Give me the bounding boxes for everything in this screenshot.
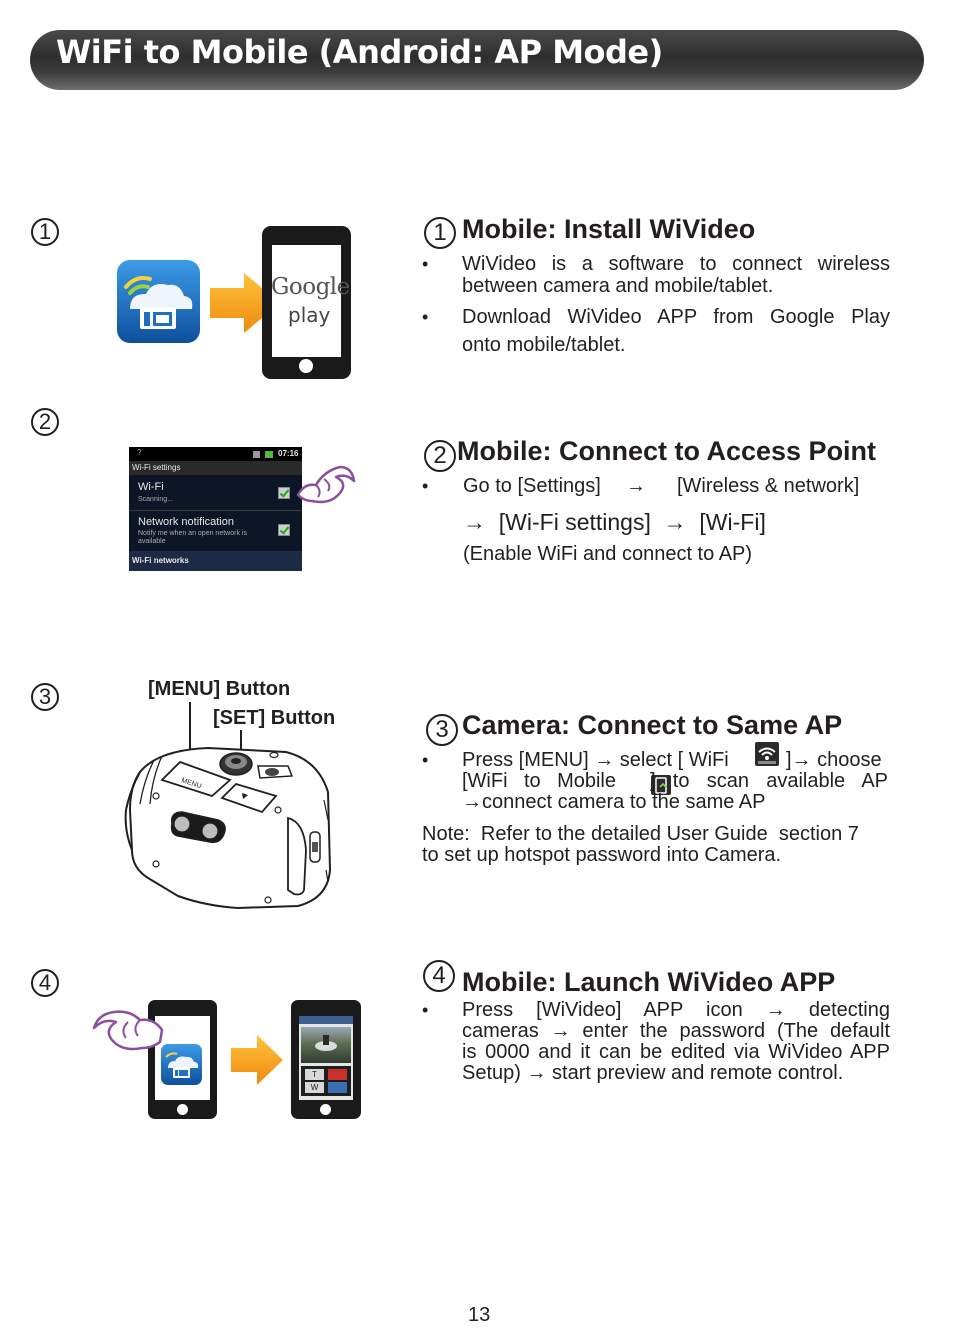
step-2-wireless-text: [Wireless & network]	[677, 475, 860, 497]
wivideo-app-icon[interactable]	[161, 1044, 202, 1085]
step-4-title-marker: 4	[423, 960, 455, 992]
bullet-icon: •	[422, 1000, 429, 1020]
step-1-bullet-1-line-1: WiVideo is a software to connect wireles…	[462, 253, 890, 275]
step-3-note-line-2: to set up hotspot password into Camera.	[422, 844, 782, 866]
networks-header: Wi-Fi networks	[129, 551, 302, 571]
network-notification-label: Network notification	[138, 516, 234, 528]
home-button-icon	[320, 1104, 331, 1115]
step-1-bullet-2-line-1: Download WiVideo APP from Google Play	[462, 306, 890, 328]
signal-icon	[253, 451, 260, 458]
step-3-title: Camera: Connect to Same AP	[462, 710, 843, 740]
zoom-wide-button[interactable]: W	[305, 1082, 324, 1093]
status-bar: ? 07:16	[129, 447, 302, 461]
notification-checkbox-icon[interactable]	[278, 524, 290, 536]
step-3-line-2a: [WiFi to Mobile	[462, 770, 616, 792]
step-2-wifi-path: → [Wi-Fi settings] → [Wi-Fi]	[463, 509, 766, 535]
wifi-toggle-row[interactable]: Wi-Fi Scanning...	[129, 475, 302, 510]
page-title: WiFi to Mobile (Android: AP Mode)	[56, 33, 663, 71]
play-logo-text: play	[288, 303, 331, 327]
set-button-label: [SET] Button	[213, 707, 336, 729]
zoom-tele-button[interactable]: T	[305, 1069, 324, 1080]
wifi-menu-icon	[755, 742, 779, 766]
phone-screen	[272, 245, 341, 357]
tap-hand-icon	[92, 1010, 164, 1051]
record-button[interactable]	[328, 1069, 347, 1080]
step-3-note-line-1: Note: Refer to the detailed User Guide s…	[422, 823, 859, 845]
wifi-status-text: Scanning...	[138, 496, 174, 503]
preview-screen: T W	[299, 1016, 353, 1100]
notification-desc-1: Notify me when an open network is	[138, 530, 247, 537]
step-4-line-4: Setup) → start preview and remote contro…	[462, 1062, 844, 1084]
title-bar: Wi-Fi settings	[129, 461, 302, 475]
bullet-icon: •	[422, 750, 429, 770]
phone-with-preview: T W	[291, 1000, 361, 1119]
step-3-title-marker: 3	[426, 714, 458, 746]
step-2-title-marker: 2	[424, 440, 456, 472]
camera-illustration: MENU	[124, 702, 332, 910]
home-button-icon	[299, 359, 313, 373]
step-2-arrow: →	[626, 475, 646, 497]
question-icon: ?	[137, 448, 142, 457]
step-3-marker: 3	[31, 683, 59, 711]
step-3-line-1a: Press [MENU] → select [ WiFi	[462, 749, 729, 771]
tap-hand-icon	[296, 465, 356, 504]
header-bar	[30, 30, 924, 90]
bullet-icon: •	[422, 254, 429, 274]
arrow-right-icon	[210, 273, 280, 333]
arrow-right-icon	[231, 1035, 283, 1085]
wifi-settings-screenshot: ? 07:16 Wi-Fi settings Wi-Fi Scanning...…	[129, 447, 302, 571]
step-4-line-3: is 0000 and it can be edited via WiVideo…	[462, 1041, 890, 1063]
divider	[129, 510, 302, 511]
notification-desc-2: available	[138, 538, 166, 545]
wivideo-app-icon	[117, 260, 200, 343]
title-bar-text: Wi-Fi settings	[132, 463, 181, 472]
wifi-to-mobile-icon	[651, 775, 672, 795]
step-2-title: Mobile: Connect to Access Point	[457, 436, 877, 466]
control-panel: T W	[301, 1066, 351, 1096]
wifi-checkbox-icon[interactable]	[278, 487, 290, 499]
step-1-bullet-2-line-2: onto mobile/tablet.	[462, 334, 626, 356]
step-3-line-2b: ] to scan available AP	[650, 770, 888, 792]
bullet-icon: •	[422, 307, 429, 327]
step-2-enable-note: (Enable WiFi and connect to AP)	[463, 543, 753, 565]
step-3-line-1b: ]→ choose	[786, 749, 882, 771]
step-3-line-3: →connect camera to the same AP	[462, 791, 766, 813]
wifi-toggle-label: Wi-Fi	[138, 481, 164, 493]
home-button-icon	[177, 1104, 188, 1115]
app-top-bar	[299, 1016, 353, 1024]
bullet-icon: •	[422, 476, 429, 496]
step-4-line-2: cameras → enter the password (The defaul…	[462, 1020, 890, 1042]
page-number: 13	[468, 1304, 491, 1326]
step-4-line-1: Press [WiVideo] APP icon → detecting	[462, 999, 890, 1021]
step-1-title: Mobile: Install WiVideo	[462, 214, 756, 244]
step-2-settings-text: Go to [Settings]	[463, 475, 601, 497]
battery-icon	[265, 451, 273, 458]
step-4-marker: 4	[31, 969, 59, 997]
step-1-title-marker: 1	[424, 217, 456, 249]
clock-text: 07:16	[278, 449, 299, 458]
phone-device	[262, 226, 351, 379]
networks-header-text: Wi-Fi networks	[132, 556, 189, 565]
step-1-bullet-1-line-2: between camera and mobile/tablet.	[462, 275, 774, 297]
live-preview-image	[301, 1027, 351, 1063]
camera-shutter-icon[interactable]	[328, 1082, 347, 1093]
google-logo-text: Google	[271, 274, 350, 300]
step-2-marker: 2	[31, 408, 59, 436]
network-notification-row[interactable]: Network notification Notify me when an o…	[129, 511, 302, 551]
step-4-title: Mobile: Launch WiVideo APP	[462, 967, 836, 997]
step-1-marker: 1	[31, 218, 59, 246]
menu-button-label: [MENU] Button	[148, 678, 291, 700]
